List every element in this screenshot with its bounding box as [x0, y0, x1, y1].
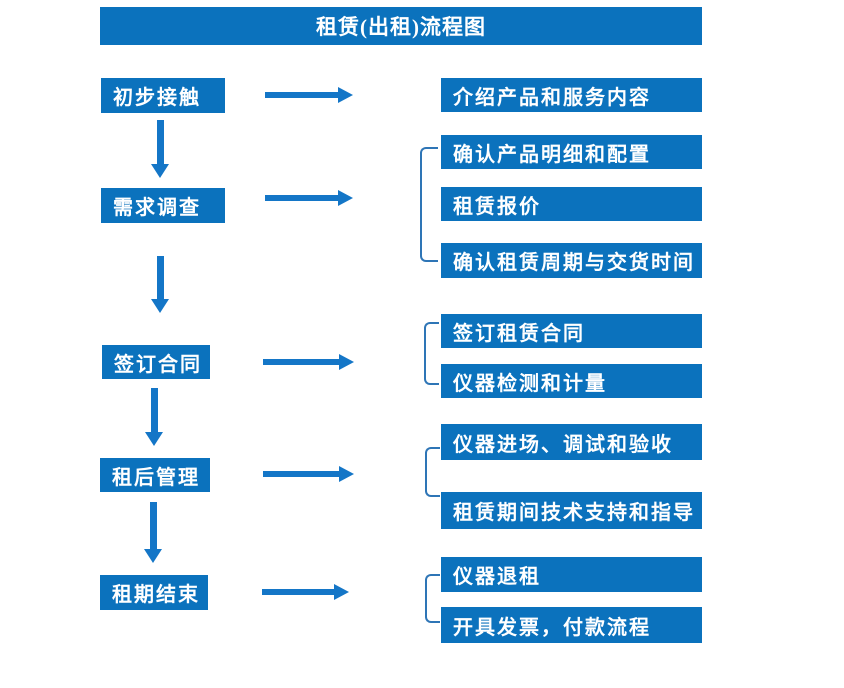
- detail-instrument-inspection: 仪器检测和计量: [441, 364, 702, 398]
- arrow-right-3: [263, 351, 354, 373]
- detail-confirm-product-config: 确认产品明细和配置: [441, 135, 702, 169]
- detail-instrument-setup: 仪器进场、调试和验收: [441, 424, 702, 460]
- step-lease-end: 租期结束: [100, 575, 208, 610]
- detail-technical-support: 租赁期间技术支持和指导: [441, 492, 702, 529]
- detail-invoice-payment: 开具发票，付款流程: [441, 607, 702, 643]
- arrow-down-4: [142, 502, 164, 563]
- arrow-down-2: [149, 256, 171, 313]
- arrow-right-5: [262, 581, 349, 603]
- arrow-right-4: [263, 463, 354, 485]
- bracket-lease-end-group: [425, 574, 440, 623]
- step-demand-survey: 需求调查: [101, 188, 225, 223]
- bracket-demand-survey-group: [420, 147, 438, 262]
- bracket-post-rental-group: [425, 447, 440, 497]
- step-sign-contract: 签订合同: [102, 345, 210, 379]
- detail-instrument-return: 仪器退租: [441, 557, 702, 592]
- detail-introduce-products: 介绍产品和服务内容: [441, 78, 702, 112]
- arrow-down-1: [149, 120, 171, 178]
- arrow-right-1: [265, 84, 353, 106]
- bracket-sign-contract-group: [424, 322, 439, 385]
- arrow-down-3: [143, 388, 165, 446]
- detail-confirm-period-delivery: 确认租赁周期与交货时间: [441, 243, 702, 278]
- step-initial-contact: 初步接触: [101, 78, 225, 113]
- detail-rental-quote: 租赁报价: [441, 187, 702, 221]
- arrow-right-2: [265, 187, 353, 209]
- detail-sign-rental-contract: 签订租赁合同: [441, 314, 702, 348]
- step-post-rental-management: 租后管理: [100, 458, 210, 492]
- flowchart-title: 租赁(出租)流程图: [100, 7, 702, 45]
